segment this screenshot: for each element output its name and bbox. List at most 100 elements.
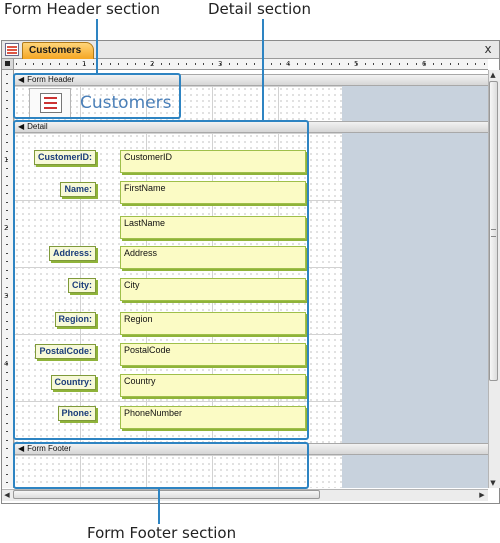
scroll-up-arrow-icon[interactable]: ▲ <box>490 71 496 79</box>
form-header-logo[interactable] <box>29 88 71 118</box>
ruler-tick <box>314 63 315 65</box>
ruler-tick <box>110 63 111 65</box>
label-phone[interactable]: Phone: <box>57 406 96 421</box>
ruler-tick <box>339 63 340 65</box>
ruler-tick <box>118 63 119 65</box>
ruler-number: 5 <box>354 60 359 68</box>
label-region[interactable]: Region: <box>54 312 96 327</box>
ruler-tick <box>288 63 289 65</box>
ruler-tick <box>6 159 8 160</box>
close-icon[interactable]: x <box>484 42 492 56</box>
ruler-tick <box>433 63 434 65</box>
ruler-tick <box>76 63 77 65</box>
textbox-customerid[interactable]: CustomerID <box>120 150 306 173</box>
form-header-section-bar[interactable]: ◀Form Header <box>14 74 488 86</box>
form-footer-canvas[interactable] <box>14 455 342 488</box>
detail-leader-line <box>262 19 264 121</box>
ruler-tick <box>6 414 8 415</box>
ruler-tick <box>93 63 94 65</box>
ruler-tick <box>6 406 8 407</box>
ruler-tick <box>6 465 8 466</box>
ruler-tick <box>246 63 247 65</box>
ruler-tick <box>6 100 8 101</box>
textbox-region[interactable]: Region <box>120 312 306 335</box>
callout-detail: Detail section <box>208 0 311 18</box>
textbox-country[interactable]: Country <box>120 374 306 397</box>
scroll-right-arrow-icon[interactable]: ▶ <box>479 491 485 499</box>
textbox-lastname[interactable]: LastName <box>120 216 306 239</box>
callout-form-footer: Form Footer section <box>87 524 237 542</box>
ruler-tick <box>6 448 8 449</box>
ruler-tick <box>348 63 349 65</box>
ruler-tick <box>297 63 298 65</box>
detail-highlight <box>13 120 309 440</box>
ruler-tick <box>6 117 8 118</box>
ruler-tick <box>42 63 43 65</box>
ruler-tick <box>450 63 451 65</box>
ruler-tick <box>6 134 8 135</box>
textbox-postalcode[interactable]: PostalCode <box>120 343 306 366</box>
ruler-tick <box>6 346 8 347</box>
label-address[interactable]: Address: <box>48 246 96 261</box>
ruler-tick <box>6 185 8 186</box>
ruler-tick <box>6 363 8 364</box>
section-arrow-icon: ◀ <box>18 75 25 84</box>
textbox-address[interactable]: Address <box>120 246 306 269</box>
ruler-tick <box>390 63 391 65</box>
ruler-number: 1 <box>82 60 87 68</box>
textbox-firstname[interactable]: FirstName <box>120 181 306 204</box>
form-header-title[interactable]: Customers <box>80 93 172 113</box>
ruler-tick <box>6 151 8 152</box>
label-city[interactable]: City: <box>68 278 96 293</box>
tab-customers[interactable]: Customers <box>22 42 95 59</box>
ruler-tick <box>152 63 153 65</box>
textbox-phonenumber[interactable]: PhoneNumber <box>120 406 306 429</box>
ruler-tick <box>6 372 8 373</box>
ruler-tick <box>6 431 8 432</box>
ruler-tick <box>186 63 187 65</box>
ruler-tick <box>84 63 85 65</box>
ruler-tick <box>484 63 485 65</box>
textbox-city[interactable]: City <box>120 278 306 301</box>
form-header-section-label: Form Header <box>27 75 75 84</box>
scroll-down-arrow-icon[interactable]: ▼ <box>490 479 496 487</box>
label-customerid[interactable]: CustomerID: <box>33 150 96 165</box>
ruler-tick <box>407 63 408 65</box>
ruler-tick <box>6 176 8 177</box>
ruler-tick <box>271 63 272 65</box>
ruler-tick <box>475 63 476 65</box>
ruler-tick <box>280 63 281 65</box>
ruler-tick <box>424 63 425 65</box>
label-postalcode[interactable]: PostalCode: <box>35 344 96 359</box>
ruler-tick <box>50 63 51 65</box>
ruler-tick <box>382 63 383 65</box>
label-country[interactable]: Country: <box>50 375 96 390</box>
ruler-tick <box>6 397 8 398</box>
vertical-grip-icon <box>491 229 496 237</box>
ruler-tick <box>6 457 8 458</box>
ruler-tick <box>127 63 128 65</box>
ruler-tick <box>212 63 213 65</box>
ruler-tick <box>178 63 179 65</box>
ruler-tick <box>16 63 17 65</box>
ruler-tick <box>135 63 136 65</box>
horizontal-scroll-thumb[interactable] <box>13 490 320 499</box>
ruler-tick <box>6 193 8 194</box>
form-footer-section-label: Form Footer <box>27 444 72 453</box>
ruler-tick <box>6 278 8 279</box>
label-name[interactable]: Name: <box>60 182 96 197</box>
ruler-tick <box>6 482 8 483</box>
ruler-number: 3 <box>218 60 223 68</box>
ruler-tick <box>6 270 8 271</box>
vertical-scroll-thumb[interactable] <box>489 81 498 381</box>
form-header-empty-area <box>342 86 488 121</box>
form-footer-leader-line <box>158 488 160 524</box>
ruler-tick <box>6 287 8 288</box>
select-form-button[interactable] <box>2 59 14 70</box>
form-footer-empty-area <box>342 455 488 488</box>
ruler-tick <box>67 63 68 65</box>
scroll-left-arrow-icon[interactable]: ◀ <box>4 491 10 499</box>
ruler-tick <box>6 202 8 203</box>
